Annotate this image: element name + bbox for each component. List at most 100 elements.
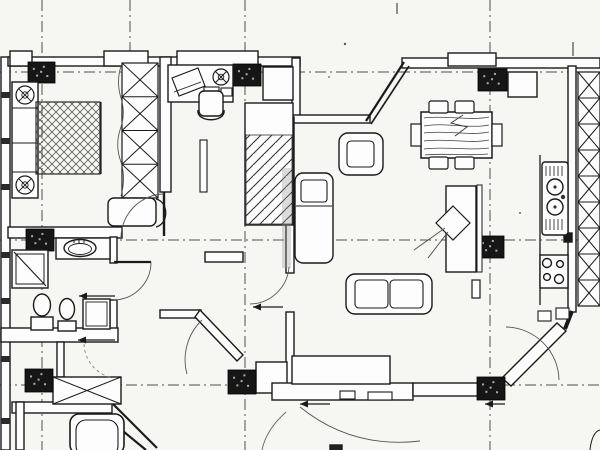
toilet-tank	[30, 316, 54, 331]
scan-speck	[343, 42, 347, 46]
wardrobe-curtain-edge	[117, 65, 124, 197]
burner	[542, 272, 552, 282]
bathroom-right-wall-lower	[109, 299, 118, 333]
sink-drainer	[545, 166, 563, 176]
column	[476, 376, 506, 401]
left-wall-tick	[1, 418, 10, 424]
table-end-pad	[410, 123, 422, 147]
column	[477, 68, 508, 92]
duct-box-cross	[52, 376, 122, 405]
left-wall-tick	[1, 356, 10, 362]
hall-swing-dashed	[83, 343, 114, 379]
direction-arrow	[253, 303, 283, 311]
structural-columns	[24, 61, 508, 401]
column	[25, 228, 55, 252]
balcony-door-arc-small	[261, 411, 287, 450]
living-door-arc	[249, 266, 290, 305]
bedroom-furniture	[11, 81, 167, 228]
burner	[555, 259, 565, 269]
balcony-door-arc	[299, 406, 421, 443]
bidet-tank	[57, 320, 77, 332]
lamp-symbol	[15, 175, 35, 195]
sketch-stroke	[427, 231, 449, 259]
notch-wall-diagonal	[365, 61, 405, 122]
bedroom-wardrobe	[121, 62, 159, 199]
kitchen-cabinet	[507, 71, 538, 98]
loveseat-cushion	[354, 279, 389, 309]
bidet-bowl	[58, 297, 76, 321]
sink-drain	[553, 205, 557, 209]
console-edge-panel	[476, 184, 483, 273]
washing-machine-inner	[85, 301, 108, 327]
desk-paper	[171, 67, 206, 97]
lower-unit-fixtures	[69, 413, 125, 450]
scan-speck	[519, 212, 521, 214]
notch-wall-horizontal	[291, 114, 371, 124]
wall-smudge	[282, 168, 291, 268]
desk-paper-fold	[173, 81, 202, 93]
bedside-seat-back	[155, 198, 167, 228]
left-wall-tick	[1, 252, 10, 258]
kitchen-partition-stub	[471, 279, 481, 299]
right-hatched-strip	[577, 71, 600, 307]
left-wall-tick	[1, 184, 10, 190]
entry-door-frame	[537, 310, 552, 322]
bathtub-inner	[75, 419, 119, 450]
hall-wall-stub	[204, 251, 244, 263]
entry-door-frame	[555, 307, 570, 320]
sill-handle	[367, 391, 393, 401]
top-wall-right	[401, 57, 600, 69]
left-wall-tick	[1, 138, 10, 144]
bedroom-door-arc	[120, 193, 165, 238]
dining-chair	[428, 100, 449, 114]
rotated-chair	[435, 205, 471, 241]
lower-unit-diagonal-wall	[111, 402, 158, 449]
hall-diagonal-wall	[194, 308, 244, 363]
table-wood-crack	[449, 114, 469, 137]
entry-angled-wall	[500, 322, 568, 387]
bedside-seat	[107, 197, 157, 227]
sink-drainer	[545, 219, 563, 230]
scan-speck	[328, 76, 330, 78]
study-furniture	[167, 64, 294, 193]
left-wall-tick	[1, 298, 10, 304]
washbasin-inner	[68, 243, 92, 255]
burner	[553, 273, 565, 285]
walls	[0, 50, 600, 450]
dining-chair	[428, 156, 449, 170]
column	[24, 368, 54, 393]
toilet-bowl	[32, 293, 52, 317]
annotations	[78, 42, 521, 408]
sketch-stroke	[413, 227, 446, 251]
bedroom-bottom-wall	[7, 226, 123, 239]
doors	[83, 192, 560, 450]
entry-wall-stub	[563, 310, 574, 330]
bottom-door-frame	[329, 444, 343, 450]
direction-arrow	[485, 400, 505, 408]
column	[27, 61, 56, 84]
living-furniture	[291, 100, 503, 385]
entry-door-arc	[505, 326, 560, 381]
lower-unit-left-wall	[15, 401, 25, 450]
desk-lamp	[212, 68, 230, 86]
notch-wall-diagonal	[370, 65, 410, 125]
loveseat-cushion	[389, 279, 424, 309]
bathroom-fixtures	[11, 237, 111, 332]
desk-chair	[198, 90, 224, 117]
living-bottom-wall-right	[412, 382, 483, 397]
top-wall-pier	[447, 52, 497, 67]
right-exterior-wall	[567, 65, 577, 313]
direction-arrow	[300, 400, 330, 408]
daybed-cushion	[300, 179, 328, 203]
shaft-hatch	[245, 134, 293, 225]
sill-handle	[339, 390, 356, 400]
dining-chair	[454, 156, 475, 170]
bathroom-door-arc	[113, 261, 152, 301]
faucet-dots	[73, 239, 85, 243]
lower-connector-wall	[56, 341, 65, 378]
top-wall-pier	[9, 50, 33, 67]
desk-chair-back	[197, 109, 225, 121]
shower-diagonal	[13, 251, 47, 287]
burner	[541, 257, 553, 269]
